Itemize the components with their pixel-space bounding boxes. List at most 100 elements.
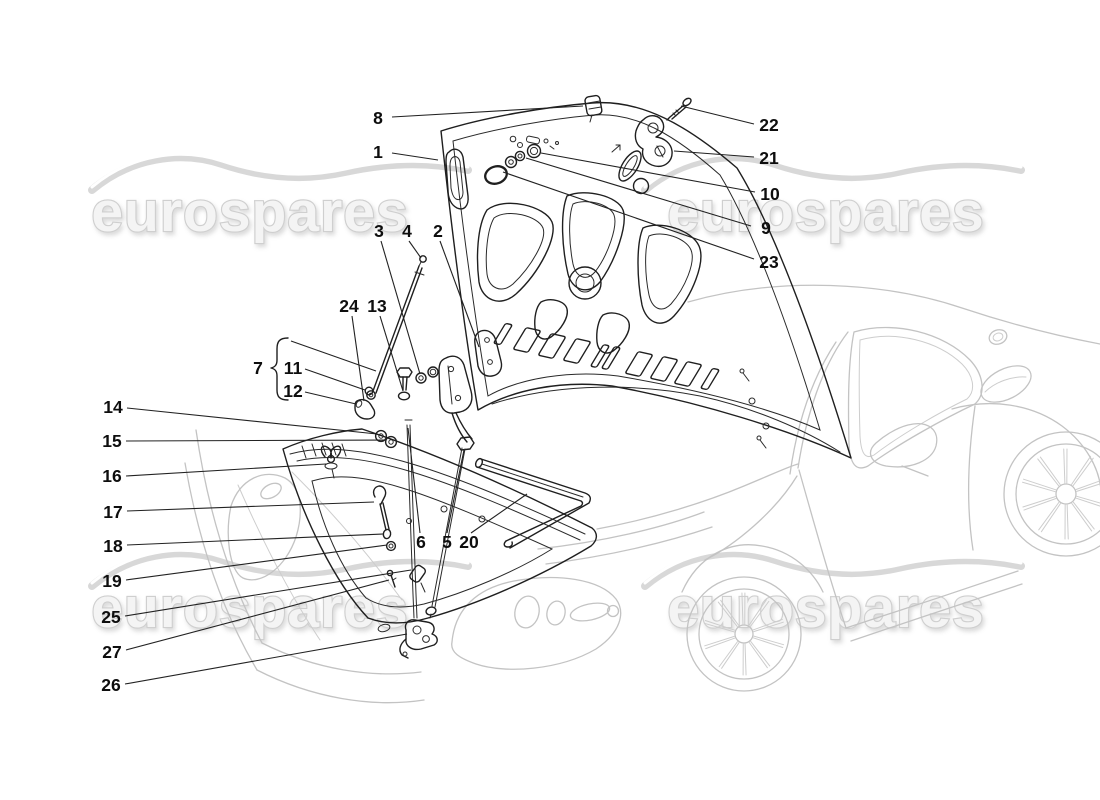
callout-label: 11 [284, 358, 303, 378]
leader-line [391, 152, 439, 161]
callout-2: 2 [433, 221, 480, 348]
watermark-text: eurospares [91, 576, 408, 640]
leader-line [502, 171, 755, 260]
bonnet-left-slot [445, 148, 469, 210]
callout-label: 22 [759, 115, 779, 135]
leader-line [673, 150, 755, 158]
leader-line [470, 493, 528, 534]
callout-16: 16 [102, 463, 327, 486]
leader-line [380, 240, 421, 375]
callout-4: 4 [402, 221, 422, 259]
cowl-line-2 [545, 526, 713, 565]
callout-17: 17 [103, 501, 375, 522]
rib-cutout-2-inner [569, 201, 616, 278]
washer-set-part9-10-23 [484, 143, 542, 185]
callout-14: 14 [103, 397, 378, 435]
fender-seam [596, 463, 799, 530]
callout-1: 1 [373, 142, 439, 162]
callout-label: 5 [442, 532, 452, 552]
callout-6: 6 [407, 427, 426, 552]
bay-rim [282, 428, 598, 624]
elbow-part12 [354, 398, 376, 420]
inner-fender-line [291, 471, 403, 601]
headlamp-bulb-1 [514, 595, 540, 629]
callout-label: 16 [102, 466, 122, 486]
callout-label: 6 [416, 532, 426, 552]
callout-27: 27 [102, 579, 390, 662]
callout-18: 18 [103, 533, 384, 556]
callout-label: 23 [759, 252, 779, 272]
door-bottom [845, 570, 1019, 629]
badge-recess [568, 266, 602, 300]
fender-pocket-hole [260, 482, 282, 500]
callout-19: 19 [102, 544, 388, 591]
group-bracket-7 [270, 337, 289, 401]
callout-label: 2 [433, 221, 443, 241]
fuel-cap [988, 329, 1008, 345]
callout-26: 26 [101, 633, 408, 695]
rib-cutout-1-inner [485, 213, 545, 290]
leader-line [439, 240, 480, 348]
hinge-part2 [438, 329, 503, 443]
callout-24: 24 [339, 296, 365, 402]
callout-23: 23 [502, 171, 779, 272]
badge-recess-inner [575, 273, 595, 293]
callout-label: 4 [402, 221, 412, 241]
watermark-text: eurospares [667, 180, 984, 244]
callout-label: 13 [367, 296, 387, 316]
bay-hole [478, 515, 486, 523]
hardware-parts [320, 94, 692, 659]
cowl-line-3 [704, 475, 798, 561]
leader-line [125, 579, 390, 651]
rib-cutout-3 [637, 224, 702, 324]
callout-3: 3 [374, 221, 421, 375]
callout-label: 3 [374, 221, 384, 241]
callout-label: 26 [101, 675, 121, 695]
watermark-layer: eurospares eurospares eurospares eurospa… [90, 179, 985, 641]
side-window [847, 326, 983, 469]
rib-cutout-3-inner [645, 233, 693, 310]
leader-line [125, 544, 388, 581]
bonnet-lip-line [491, 386, 841, 453]
fender-pocket [227, 473, 301, 581]
callout-10: 10 [540, 152, 780, 204]
front-wheel-arch [681, 544, 824, 593]
callout-20: 20 [459, 493, 528, 552]
lock-catch-part21-22 [634, 97, 692, 168]
leader-line [408, 240, 422, 259]
headlamp-bulb-3 [569, 602, 611, 622]
front-compartment [282, 428, 598, 633]
bay-channel-2 [296, 457, 581, 541]
callout-5: 5 [442, 449, 465, 552]
bay-slot [377, 623, 391, 633]
rib-cutout-5 [596, 312, 630, 354]
bumper-sweep-4 [261, 642, 422, 675]
callout-7: 7 [253, 340, 377, 378]
callout-22: 22 [680, 105, 779, 135]
bolt-set-part13-3-4 [396, 366, 439, 401]
callout-label: 19 [102, 571, 122, 591]
bumper-sweep-2 [184, 462, 258, 671]
arrow-mark [611, 144, 621, 153]
callout-9: 9 [525, 157, 771, 238]
leader-line [525, 157, 752, 227]
latch-part26 [399, 619, 438, 659]
headlamp-bulb-2 [546, 600, 566, 626]
leader-line [391, 105, 584, 118]
catch-hole [632, 177, 650, 195]
callout-label: 18 [103, 536, 123, 556]
bonnet-inner-frame [452, 114, 821, 431]
plunger-part25 [409, 564, 427, 593]
washers-part14-15 [374, 429, 398, 449]
cowl-line-1 [537, 511, 705, 550]
bonnet-left-slot-inner [449, 156, 464, 201]
callout-label: 27 [102, 642, 121, 662]
door-front-edge [798, 469, 847, 629]
callout-label: 1 [373, 142, 383, 162]
callout-15: 15 [102, 431, 387, 451]
front-wheel [686, 576, 802, 692]
callout-label: 21 [759, 148, 779, 168]
leader-line [125, 439, 387, 442]
watermark-text: eurospares [667, 576, 984, 640]
